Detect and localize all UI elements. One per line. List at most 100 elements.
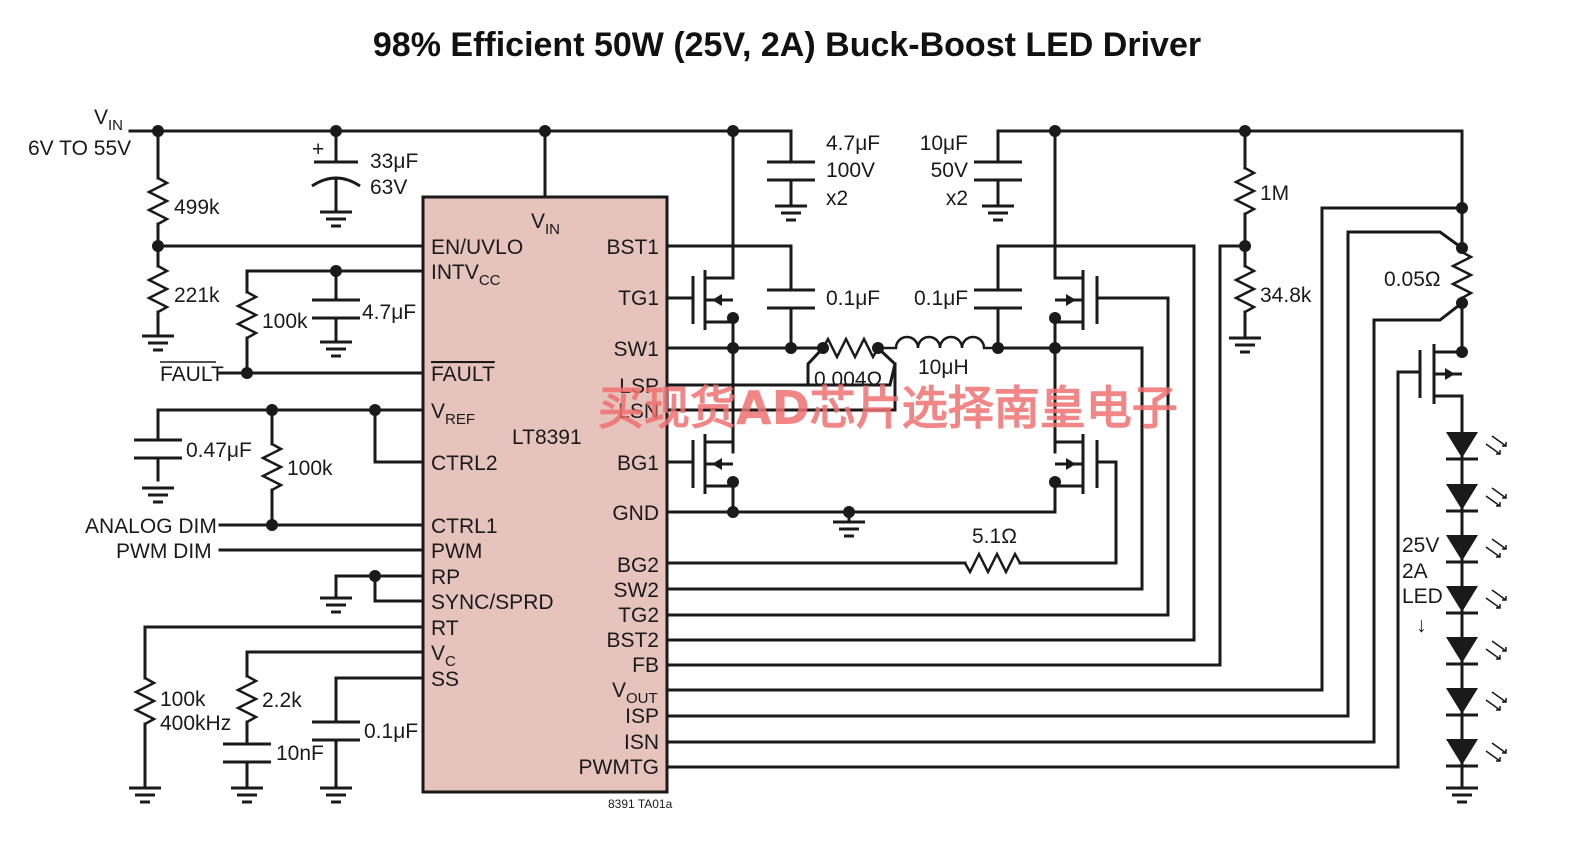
r221k-label: 221k: [174, 284, 220, 307]
ground-symbol: [229, 786, 265, 804]
led-label-3: LED: [1402, 585, 1443, 608]
cap-polarity-plus: +: [312, 138, 324, 161]
cin-label-2: 100V: [826, 159, 875, 182]
pin-vout: VOUT: [612, 679, 658, 707]
ic-pin-vin-sub: IN: [545, 221, 560, 238]
pin-ctrl1: CTRL1: [431, 515, 498, 538]
bst2-wire: [665, 244, 1196, 642]
pin-bg1: BG1: [617, 452, 659, 475]
isp-sense-wire: [665, 230, 1465, 718]
cbst2-label: 0.1μF: [914, 287, 968, 310]
figure-code: 8391 TA01a: [608, 797, 673, 811]
resistor-34k8: [1233, 264, 1257, 314]
led: [1446, 484, 1507, 513]
pin-lsp: LSP: [619, 375, 659, 398]
mosfet-m2: [691, 434, 735, 494]
bg2-gate-wire: [1018, 460, 1118, 565]
resistor-499k: [146, 176, 170, 226]
junction: [727, 312, 739, 324]
pin-en-uvlo: EN/UVLO: [431, 236, 523, 259]
pin-vout-sub: OUT: [626, 690, 658, 707]
fault-net-label: FAULT: [160, 363, 224, 386]
ground-symbol: [773, 204, 809, 222]
pin-tg1: TG1: [618, 287, 659, 310]
r100k-intvcc-label: 100k: [262, 310, 308, 333]
pwm-dim-label: PWM DIM: [116, 540, 212, 563]
c047u-label: 0.47μF: [186, 439, 252, 462]
junction: [1049, 476, 1061, 488]
junction: [241, 367, 253, 379]
c33u-label-2: 63V: [370, 176, 407, 199]
led: [1446, 739, 1507, 768]
vout-sense-wire: [665, 206, 1464, 692]
pin-pwm: PWM: [431, 540, 482, 563]
vin-label-sub: IN: [108, 117, 123, 134]
c33u-label-1: 33μF: [370, 150, 418, 173]
gnd-wire: [665, 484, 1057, 514]
mosfet-pwm: [1418, 344, 1464, 404]
sw2-wire: [665, 346, 1144, 591]
pin-sw1: SW1: [613, 338, 659, 361]
analog-dim-label: ANALOG DIM: [85, 515, 217, 538]
l1-label: 10μH: [918, 356, 969, 379]
junction: [539, 125, 551, 137]
ground-symbol: [318, 210, 354, 228]
lsn-wire: [665, 362, 897, 412]
pin-isp: ISP: [625, 705, 659, 728]
junction: [727, 476, 739, 488]
mosfet-m3: [1053, 434, 1099, 494]
rt-frequency-label: 400kHz: [160, 712, 231, 735]
led-label-1: 25V: [1402, 534, 1439, 557]
inductor-10uh: [878, 335, 998, 350]
pin-bg2: BG2: [617, 554, 659, 577]
junction: [1049, 312, 1061, 324]
diagram-title: 98% Efficient 50W (25V, 2A) Buck-Boost L…: [373, 26, 1201, 64]
pin-vc: VC: [431, 642, 456, 670]
resistor-0004-sense: [821, 336, 880, 360]
resistor-221k: [146, 264, 170, 314]
mosfet-m1: [691, 270, 735, 330]
ic-body: [421, 195, 669, 794]
sync-wire: [373, 574, 425, 603]
c01u-ss-label: 0.1μF: [364, 720, 418, 743]
led: [1446, 586, 1507, 615]
watermark-text: 买现货AD芯片选择南皇电子: [598, 381, 1178, 435]
ic-part-label: LT8391: [512, 426, 582, 449]
rsense-label: 0.004Ω: [814, 368, 882, 391]
pin-intvcc-sub: CC: [479, 272, 501, 289]
pin-ss: SS: [431, 668, 459, 691]
led: [1446, 432, 1507, 461]
led: [1446, 688, 1507, 717]
lsp-lsn-kelvin: [806, 345, 897, 387]
resistor-1m: [1233, 166, 1257, 216]
pin-bst2: BST2: [606, 629, 659, 652]
ground-symbol: [140, 486, 176, 504]
resistor-100k-intvcc: [235, 290, 259, 340]
tg2-gate-wire: [665, 296, 1170, 617]
bst1-wire: [665, 244, 793, 292]
ground-symbol: [831, 520, 867, 538]
r2k2-label: 2.2k: [262, 689, 302, 712]
pin-gnd: GND: [612, 502, 659, 525]
junction: [785, 342, 797, 354]
pin-isn: ISN: [624, 731, 659, 754]
pin-fb: FB: [632, 654, 659, 677]
r34k8-label: 34.8k: [1260, 284, 1312, 307]
junction: [266, 519, 278, 531]
led-current-arrow: ↓: [1416, 614, 1427, 637]
r005-label: 0.05Ω: [1384, 268, 1441, 291]
pin-vc-sub: C: [445, 653, 456, 670]
ground-symbol: [980, 204, 1016, 222]
pin-bst1: BST1: [606, 236, 659, 259]
c10n-label: 10nF: [276, 742, 324, 765]
pin-rt: RT: [431, 617, 459, 640]
cbst1-label: 0.1μF: [826, 287, 880, 310]
ground-symbol: [318, 340, 354, 358]
pin-ctrl2: CTRL2: [431, 452, 498, 475]
led: [1446, 637, 1507, 666]
fb-wire: [665, 244, 1247, 667]
ic-pin-vin: VIN: [531, 210, 560, 238]
resistor-100k-vref: [260, 442, 284, 492]
pin-rp: RP: [431, 566, 460, 589]
